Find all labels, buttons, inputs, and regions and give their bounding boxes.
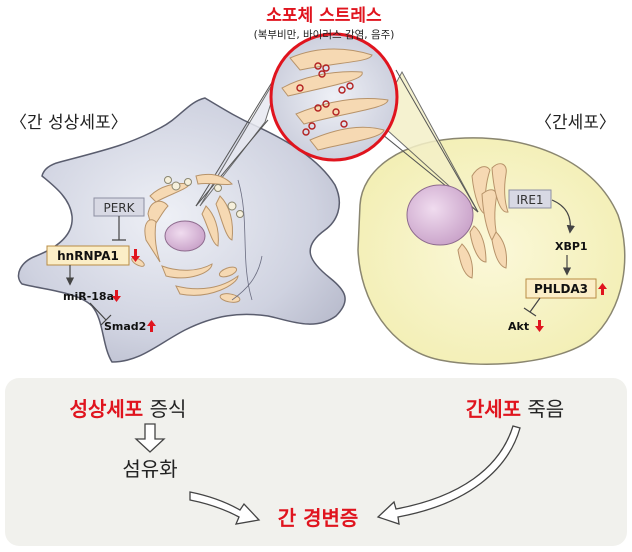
perk-inhibits-hnrnpa1 [112,216,126,241]
stellate-er [131,173,241,303]
smad2-up-arrow-icon [147,320,156,332]
hepatocyte-death: 간세포 죽음 [466,397,564,421]
phlda3-up-arrow-icon [598,283,607,295]
ire1-to-xbp1-arrow [551,199,575,234]
akt-down-arrow-icon [535,320,544,332]
zoom-line-left [195,119,269,207]
zoom-line-right [395,69,479,213]
fibrosis: 섬유화 [122,457,177,481]
perk-label: PERK [103,201,135,215]
stellate-lipid-droplets [164,176,244,218]
stellate-fibers [231,179,263,301]
stellate-proliferation: 성상세포 증식 [70,397,187,421]
phlda3-inhibits-akt [523,297,541,317]
hepatocyte-nucleus [406,184,474,246]
smad2-label: Smad2 [104,320,146,333]
zoom-misfolded-proteins [296,62,354,136]
fibrosis-to-cirrhosis-arrow [189,491,261,525]
mir18a-down-arrow-icon [112,290,121,302]
er-stress-causes: (복부비만, 바이러스 감염, 음주) [254,29,395,41]
outcome-panel [5,378,627,546]
hnrnpa1-label: hnRNPA1 [57,249,119,263]
hepatocyte-er [457,163,509,279]
phlda3-box [525,278,597,299]
mir18a-inhibits-smad2 [89,302,112,326]
hnrnpa1-box [46,245,130,266]
ire1-box [508,189,552,209]
mir18a-label: miR-18a [63,290,114,303]
xbp1-label: XBP1 [555,240,588,253]
stellate-nucleus [164,220,206,252]
liver-cirrhosis: 간 경변증 [278,506,359,530]
proliferation-to-fibrosis-arrow [134,423,166,453]
ire1-label: IRE1 [516,193,543,207]
stellate-cell-label: 〈간 성상세포〉 [10,113,128,133]
phlda3-label: PHLDA3 [534,282,588,296]
death-to-cirrhosis-arrow [376,425,521,525]
hnrnpa1-down-arrow-icon [131,249,140,262]
er-stress-title: 소포체 스트레스 [266,6,382,26]
akt-label: Akt [508,320,529,333]
hepatocyte-cell-label: 〈간세포〉 [535,113,616,133]
